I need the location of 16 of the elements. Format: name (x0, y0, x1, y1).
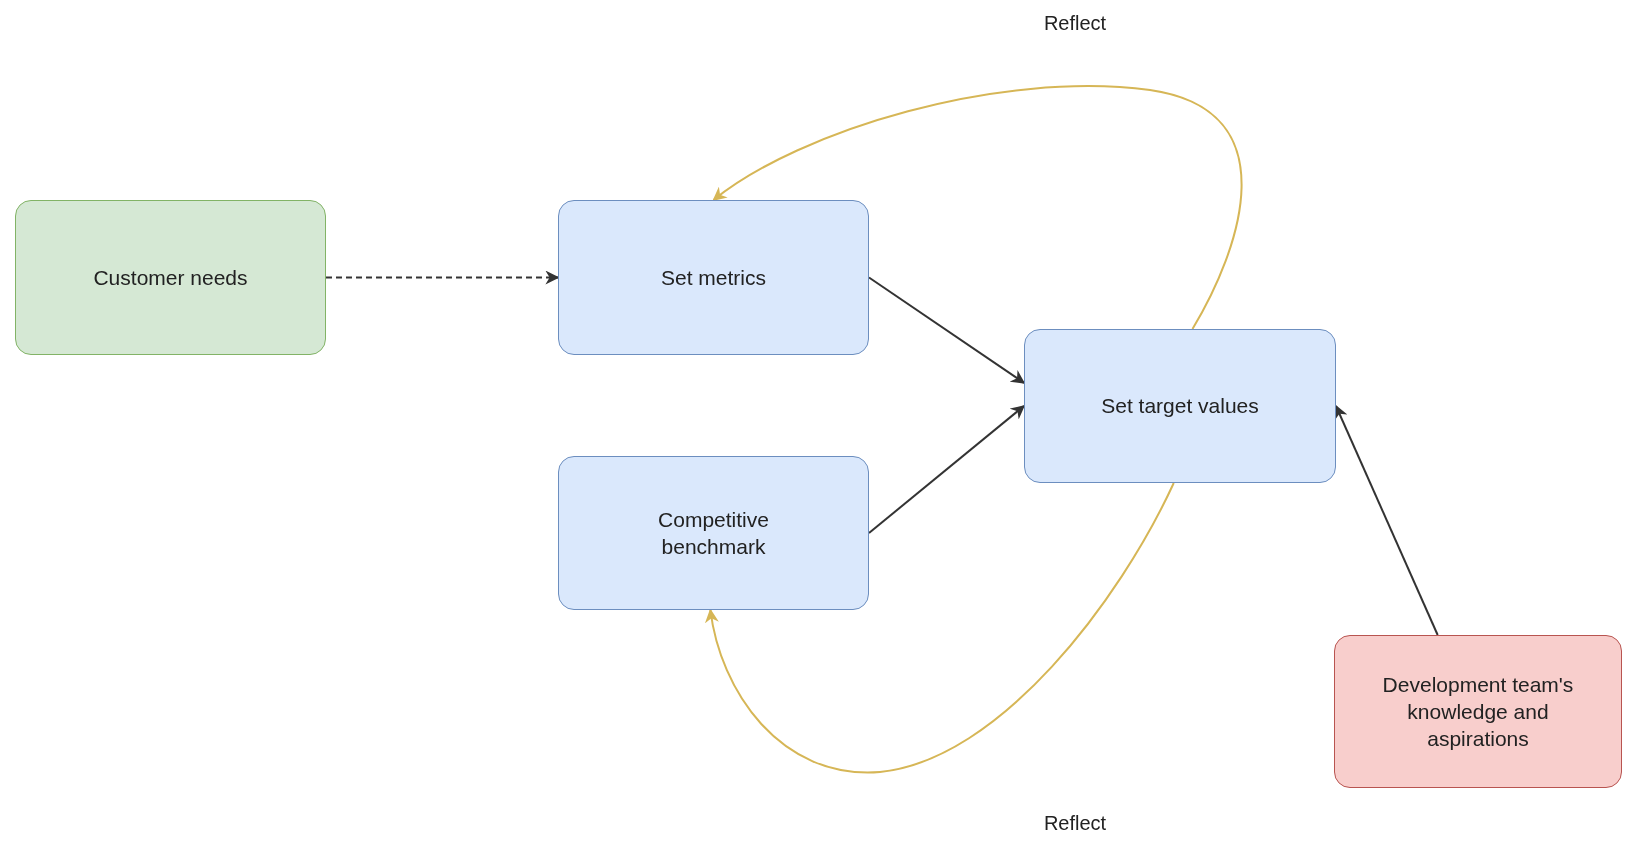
node-label: Set metrics (660, 264, 767, 291)
node-label: Set target values (1100, 393, 1260, 420)
process-box (558, 456, 869, 610)
node-label: Competitive benchmark (657, 506, 770, 560)
process-box (1334, 635, 1622, 788)
process-box (1024, 329, 1336, 483)
arrow (868, 405, 1026, 534)
node-label: Customer needs (92, 264, 249, 291)
arrow (705, 482, 1175, 773)
arrow (712, 85, 1243, 330)
process-box (15, 200, 326, 355)
process-box (558, 200, 869, 355)
node-label: Development team's knowledge and aspirations (1381, 671, 1575, 753)
arrow (1334, 404, 1439, 636)
arrow (325, 270, 560, 285)
arrow (868, 276, 1026, 384)
